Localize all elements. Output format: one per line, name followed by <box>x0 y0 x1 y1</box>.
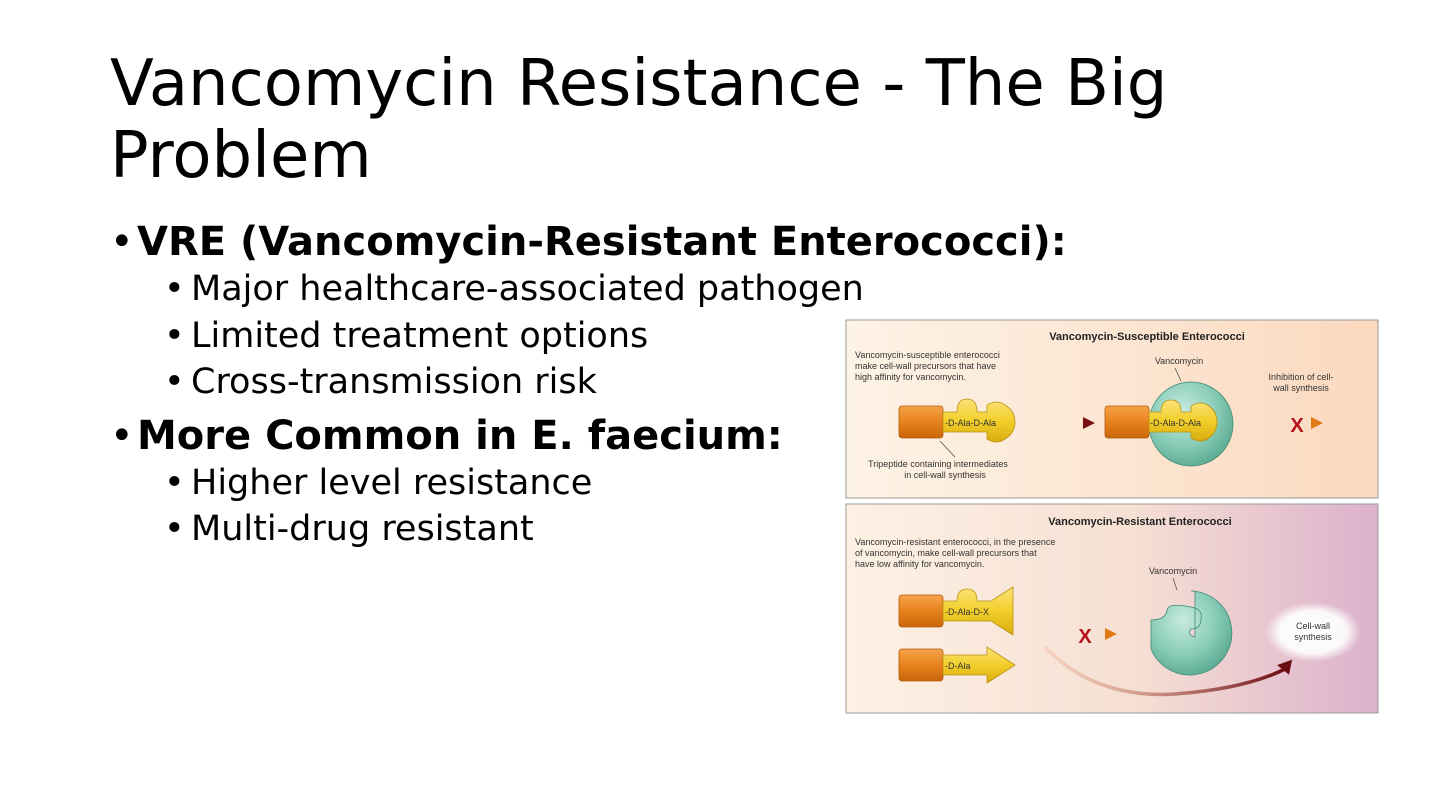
resistant-panel-title: Vancomycin-Resistant Enterococci <box>1048 516 1231 528</box>
susceptible-desc-line: make cell-wall precursors that have <box>855 361 996 371</box>
precursor1-label: -D-Ala-D-X <box>945 607 989 617</box>
bullet-item: Major healthcare-associated pathogen <box>164 266 1210 313</box>
vancomycin-mechanism-figure: Vancomycin-Susceptible Enterococci Vanco… <box>845 319 1379 715</box>
bullet-list: VRE (Vancomycin-Resistant Enterococci): … <box>110 218 1210 553</box>
vancomycin-unbound: Vancomycin <box>1149 566 1233 676</box>
susceptible-desc-line: high affinity for vancomycin. <box>855 372 966 382</box>
precursor-label: -D-Ala-D-Ala <box>945 418 996 428</box>
inhibition-x-icon: X <box>1290 415 1304 437</box>
bound-label: -D-Ala-D-Ala <box>1150 418 1201 428</box>
bullet-item: Limited treatment options <box>164 313 1210 360</box>
bullet-heading-vre: VRE (Vancomycin-Resistant Enterococci): <box>110 218 1210 266</box>
bullet-heading-faecium: More Common in E. faecium: <box>110 412 1210 460</box>
bullet-item: Cross-transmission risk <box>164 359 1210 406</box>
resistant-panel: Vancomycin-Resistant Enterococci Vancomy… <box>845 503 1379 714</box>
result-line: Cell-wall <box>1296 621 1330 631</box>
caption-line: Tripeptide containing intermediates <box>868 459 1008 469</box>
blocked-x-icon: X <box>1078 626 1092 648</box>
slide-title: Vancomycin Resistance - The Big Problem <box>110 47 1168 193</box>
vancomycin-label: Vancomycin <box>1155 356 1203 366</box>
precursor-d-ala-d-ala: -D-Ala-D-Ala <box>898 398 1016 443</box>
resistant-desc-line: Vancomycin-resistant enterococci, in the… <box>855 537 1055 547</box>
bullet-item: Multi-drug resistant <box>164 506 1210 553</box>
precursor-d-ala: -D-Ala <box>898 646 1016 684</box>
vancomycin-label: Vancomycin <box>1149 566 1197 576</box>
susceptible-desc-line: Vancomycin-susceptible enterococci <box>855 350 1000 360</box>
result-line: wall synthesis <box>1272 383 1329 393</box>
cell-wall-synthesis-cloud: Cell-wall synthesis <box>1265 602 1361 662</box>
susceptible-panel-title: Vancomycin-Susceptible Enterococci <box>1049 331 1245 343</box>
result-line: Inhibition of cell- <box>1268 372 1333 382</box>
precursor-d-ala-d-x: -D-Ala-D-X <box>898 586 1014 636</box>
bullet-item: Higher level resistance <box>164 460 1210 507</box>
precursor2-label: -D-Ala <box>945 661 971 671</box>
resistant-desc-line: have low affinity for vancomycin. <box>855 559 984 569</box>
result-line: synthesis <box>1294 632 1332 642</box>
vancomycin-bound: Vancomycin -D-Ala-D-Ala <box>1104 356 1234 467</box>
susceptible-panel: Vancomycin-Susceptible Enterococci Vanco… <box>845 319 1379 499</box>
resistant-desc-line: of vancomycin, make cell-wall precursors… <box>855 548 1037 558</box>
caption-line: in cell-wall synthesis <box>904 470 986 480</box>
